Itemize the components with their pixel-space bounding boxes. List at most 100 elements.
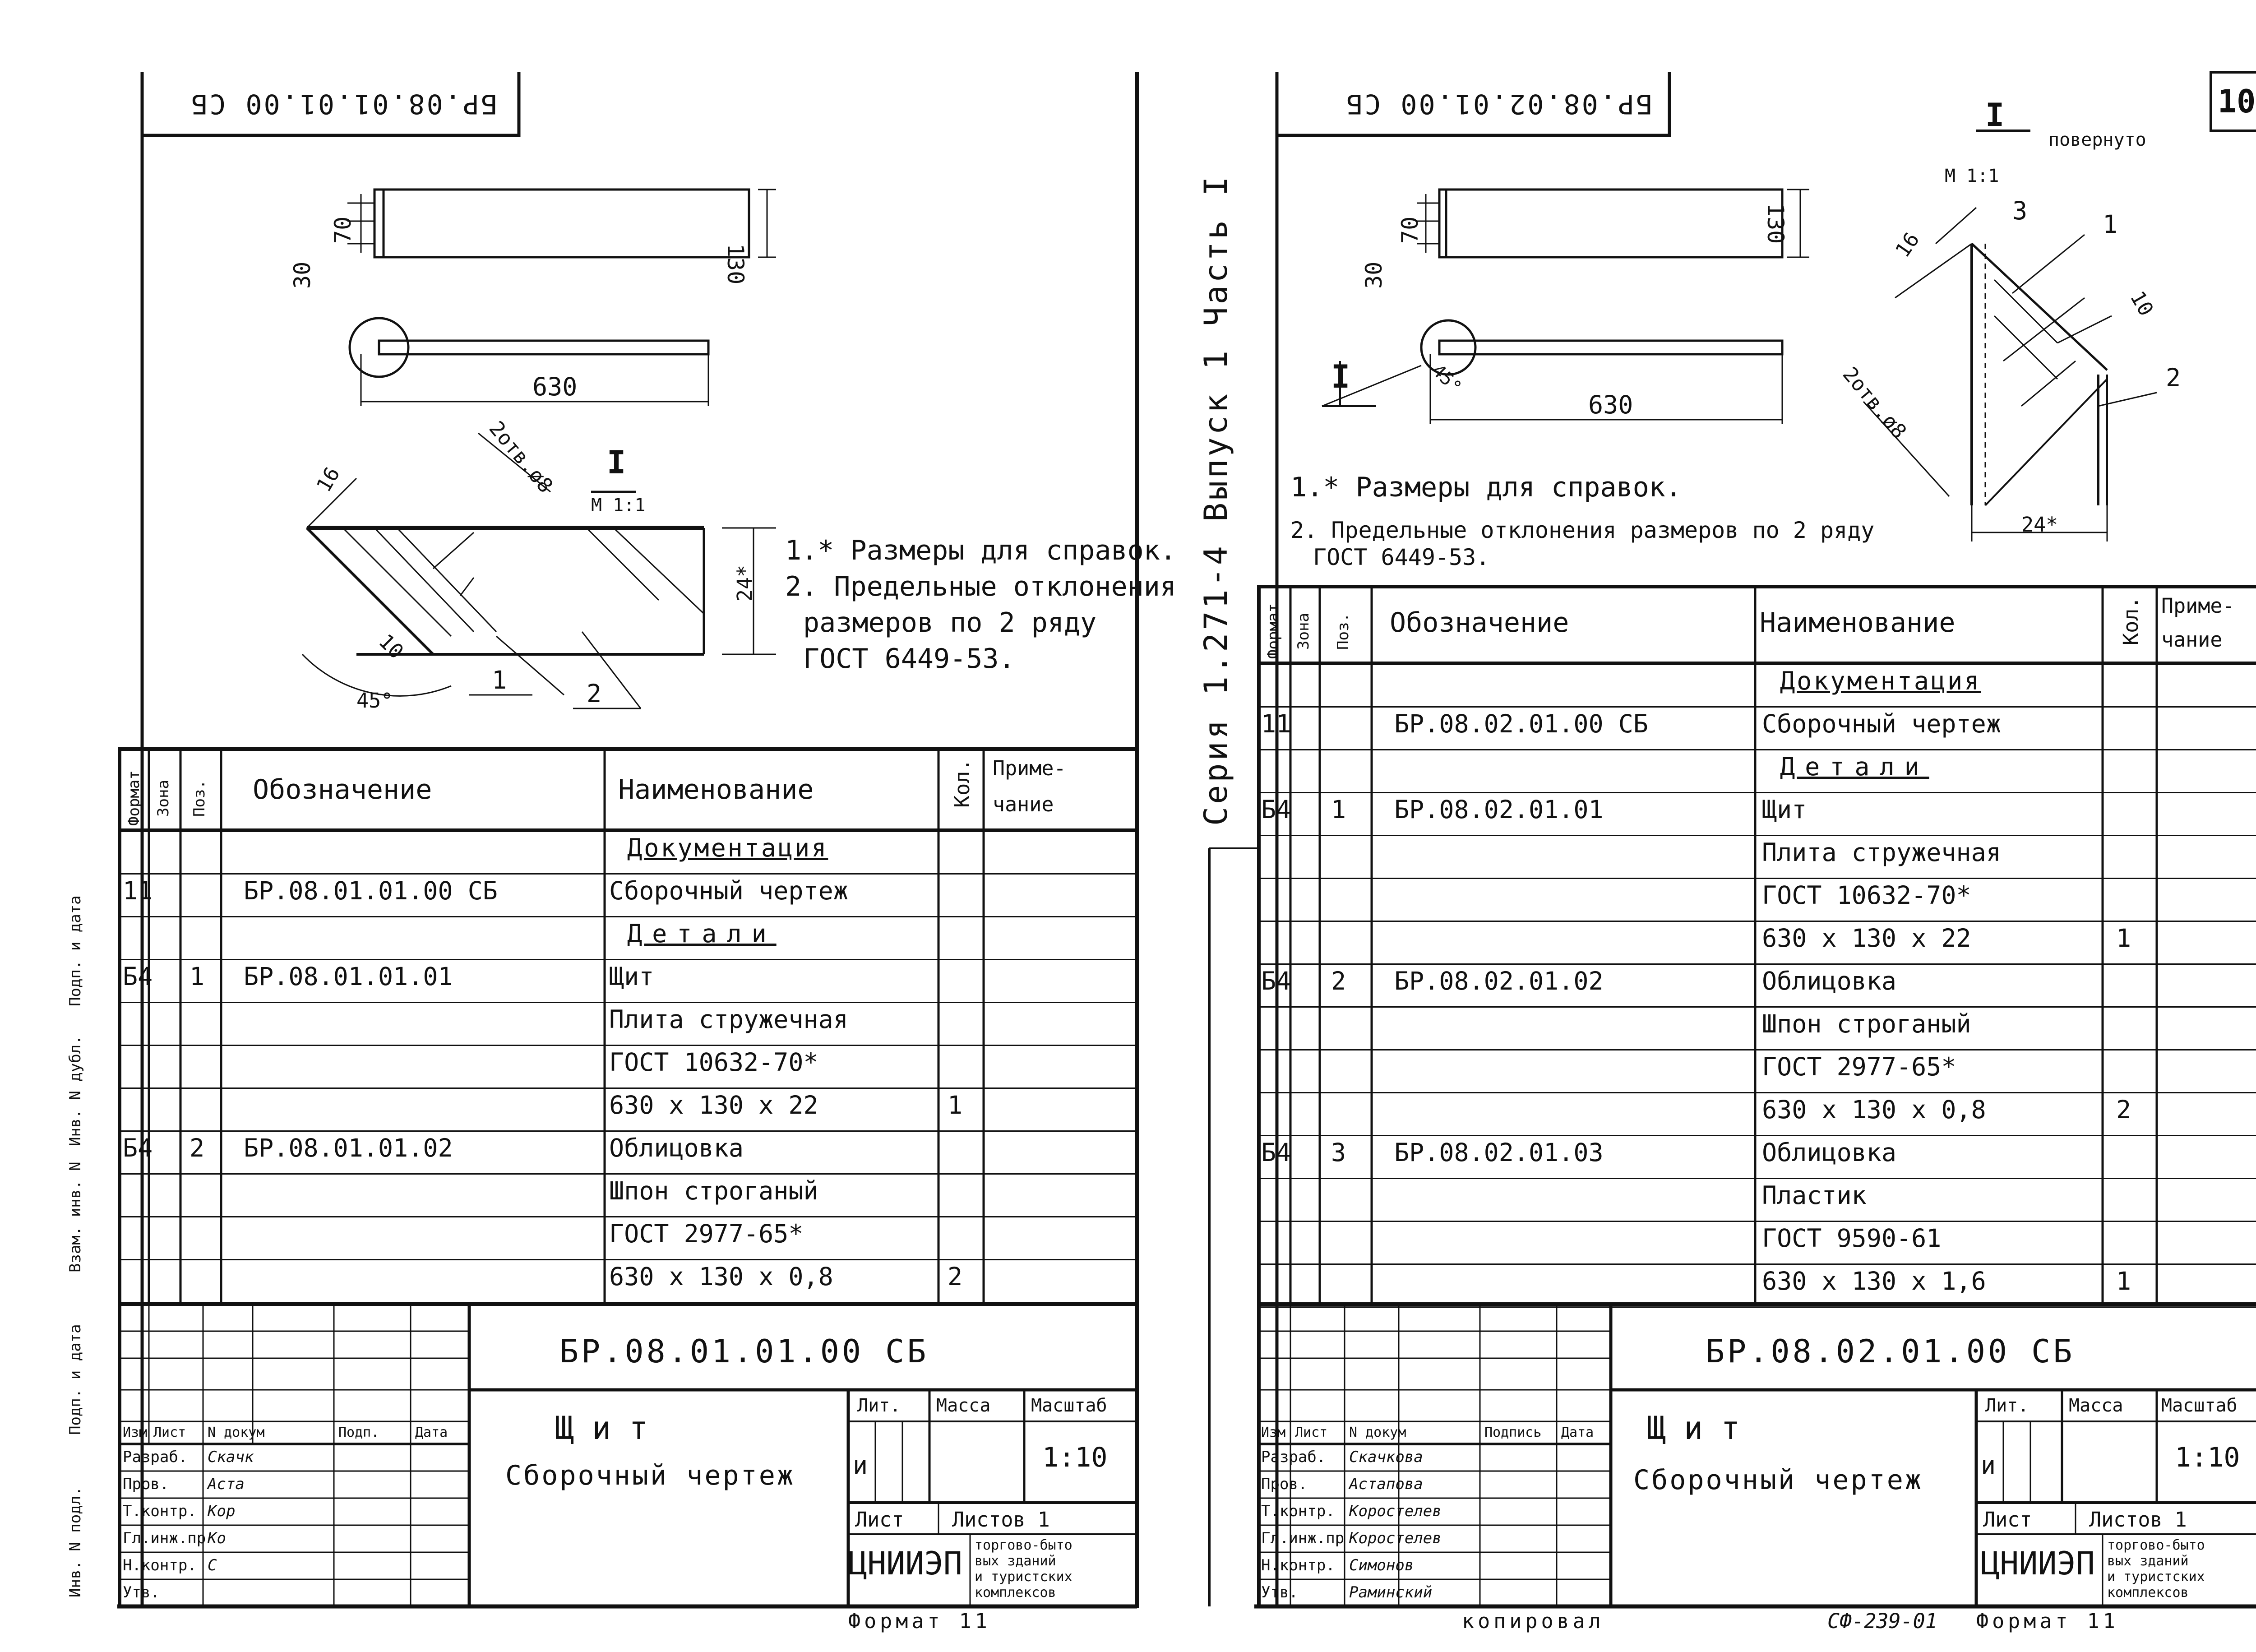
left-section-scale: М 1:1 xyxy=(591,495,646,516)
spec-row-line xyxy=(1259,706,2256,708)
stamp-role: Пров. xyxy=(1261,1475,1308,1493)
left-org-desc-3: и туристских xyxy=(975,1569,1073,1585)
stamp-role: Н.контр. xyxy=(123,1556,197,1574)
spec-row-line xyxy=(120,1130,1137,1132)
spec-cell: Детали xyxy=(627,919,777,948)
spec-cell: БР.08.01.01.00 СБ xyxy=(244,876,498,905)
stamp-name: С xyxy=(208,1556,217,1574)
right-scale-label: Масштаб xyxy=(2161,1395,2238,1416)
stamp-name: Раминский xyxy=(1349,1583,1433,1601)
left-note-1: 1.* Размеры для справок. xyxy=(785,535,1176,566)
right-hdr-pos: Поз. xyxy=(1334,613,1352,650)
right-dim-130: 130 xyxy=(1762,203,1789,244)
spec-cell: Б4 xyxy=(123,1134,153,1162)
left-title-code: БР.08.01.01.00 СБ xyxy=(559,1333,929,1370)
stamp-label-1: Инв. N подл. xyxy=(66,1486,84,1597)
footer-copied: копировал xyxy=(1462,1609,1604,1633)
right-lit-value: и xyxy=(1981,1451,1996,1480)
right-sheets-label: Листов 1 xyxy=(2089,1508,2187,1532)
spec-cell: 630 x 130 x 0,8 xyxy=(609,1262,833,1291)
left-dim-630: 630 xyxy=(532,372,578,401)
spec-cell: БР.08.01.01.01 xyxy=(244,962,453,991)
spec-cell: Облицовка xyxy=(609,1134,744,1162)
stamp-role: Разраб. xyxy=(123,1448,188,1466)
stamp-role: Т.контр. xyxy=(1261,1502,1335,1520)
spec-row-line xyxy=(1259,1263,2256,1265)
spec-cell: ГОСТ 9590-61 xyxy=(1762,1224,1942,1253)
spec-cell: 630 x 130 x 22 xyxy=(1762,924,1971,953)
stamp-role: Т.контр. xyxy=(123,1502,197,1520)
spec-cell: Сборочный чертеж xyxy=(609,876,848,905)
spec-cell: БР.08.01.01.02 xyxy=(244,1134,453,1162)
right-hdr-zone: Зона xyxy=(1294,613,1313,650)
spec-cell: 1 xyxy=(948,1091,963,1120)
right-hdr-format: Формат xyxy=(1264,603,1282,659)
spec-row-line xyxy=(1259,1178,2256,1179)
left-note-4: ГОСТ 6449-53. xyxy=(803,643,1015,675)
spec-row-line xyxy=(1259,835,2256,836)
stamp-label-3: Взам. инв. N xyxy=(66,1161,84,1273)
stamp-name: Скачк xyxy=(208,1448,254,1466)
left-title-name2: Сборочный чертеж xyxy=(505,1460,795,1491)
spec-row-line xyxy=(120,916,1137,917)
left-dim-70: 70 xyxy=(330,216,356,244)
right-hdr-note2: чание xyxy=(2161,628,2223,652)
right-note-3: ГОСТ 6449-53. xyxy=(1313,544,1490,570)
left-org-desc-2: вых зданий xyxy=(975,1553,1056,1569)
spec-cell: Щит xyxy=(1762,795,1807,824)
stamp-name: Ко xyxy=(208,1529,226,1547)
spec-cell: ГОСТ 10632-70* xyxy=(609,1048,818,1077)
left-hdr-designation: Обозначение xyxy=(253,774,432,805)
right-org-desc-1: торгово-быто xyxy=(2107,1537,2205,1553)
right-lit-label: Лит. xyxy=(1985,1395,2029,1416)
right-section-rotated: повернуто xyxy=(2048,130,2146,150)
stamp-name: Кор xyxy=(208,1502,236,1520)
spec-row-line xyxy=(1259,792,2256,793)
left-hdr-pos: Поз. xyxy=(190,780,208,817)
right-hdr-qty: Кол. xyxy=(2119,596,2143,645)
left-sheet-label: Лист xyxy=(855,1508,904,1532)
left-org-desc-4: комплексов xyxy=(975,1585,1056,1601)
spec-cell: Б4 xyxy=(1261,795,1291,824)
left-pos-2: 2 xyxy=(587,679,602,708)
left-scale-label: Масштаб xyxy=(1031,1395,1107,1416)
left-hdr-name: Наименование xyxy=(618,774,814,805)
right-org: ЦНИИЭП xyxy=(1981,1545,2095,1582)
right-note-2: 2. Предельные отклонения размеров по 2 р… xyxy=(1290,517,1875,543)
stamp-role: Пров. xyxy=(123,1475,169,1493)
spec-cell: БР.08.02.01.01 xyxy=(1394,795,1604,824)
left-hdr-note2: чание xyxy=(993,792,1054,816)
spec-row-line xyxy=(120,1216,1137,1217)
left-note-2: 2. Предельные отклонения xyxy=(785,571,1176,602)
left-angle: 45° xyxy=(356,689,393,713)
spec-cell: БР.08.02.01.00 СБ xyxy=(1394,709,1648,738)
stamp-header-cell: Дата xyxy=(415,1425,448,1440)
spec-cell: Документация xyxy=(627,833,828,862)
right-section-scale: М 1:1 xyxy=(1945,166,1999,186)
spec-cell: 2 xyxy=(1331,967,1346,995)
spec-cell: ГОСТ 2977-65* xyxy=(609,1219,804,1248)
stamp-label-5: Подп. и дата xyxy=(66,895,84,1006)
right-title-code: БР.08.02.01.00 СБ xyxy=(1706,1333,2075,1370)
spec-cell: 2 xyxy=(190,1134,205,1162)
stamp-header-cell: Лист xyxy=(153,1425,186,1440)
right-hdr-name: Наименование xyxy=(1760,607,1956,639)
spec-cell: ГОСТ 2977-65* xyxy=(1762,1052,1956,1081)
left-section-mark: I xyxy=(607,444,626,481)
spec-cell: 11 xyxy=(123,876,153,905)
stamp-role: Н.контр. xyxy=(1261,1556,1335,1574)
spec-row-line xyxy=(1259,749,2256,750)
right-top-code: БР.08.02.01.00 СБ xyxy=(1345,88,1653,120)
spec-cell: 630 x 130 x 22 xyxy=(609,1091,818,1120)
spec-cell: Сборочный чертеж xyxy=(1762,709,2001,738)
stamp-role: Гл.инж.пр xyxy=(1261,1529,1345,1547)
stamp-header-cell: Подп. xyxy=(338,1425,379,1440)
spec-cell: БР.08.02.01.02 xyxy=(1394,967,1604,995)
stamp-name: Аста xyxy=(208,1475,245,1493)
spec-cell: 630 x 130 x 0,8 xyxy=(1762,1095,1986,1124)
right-org-desc-2: вых зданий xyxy=(2107,1553,2189,1569)
right-dim-630: 630 xyxy=(1588,390,1633,419)
right-dim-30: 30 xyxy=(1361,261,1387,289)
spec-cell: 1 xyxy=(2116,1267,2131,1296)
right-org-desc-3: и туристских xyxy=(2107,1569,2205,1585)
